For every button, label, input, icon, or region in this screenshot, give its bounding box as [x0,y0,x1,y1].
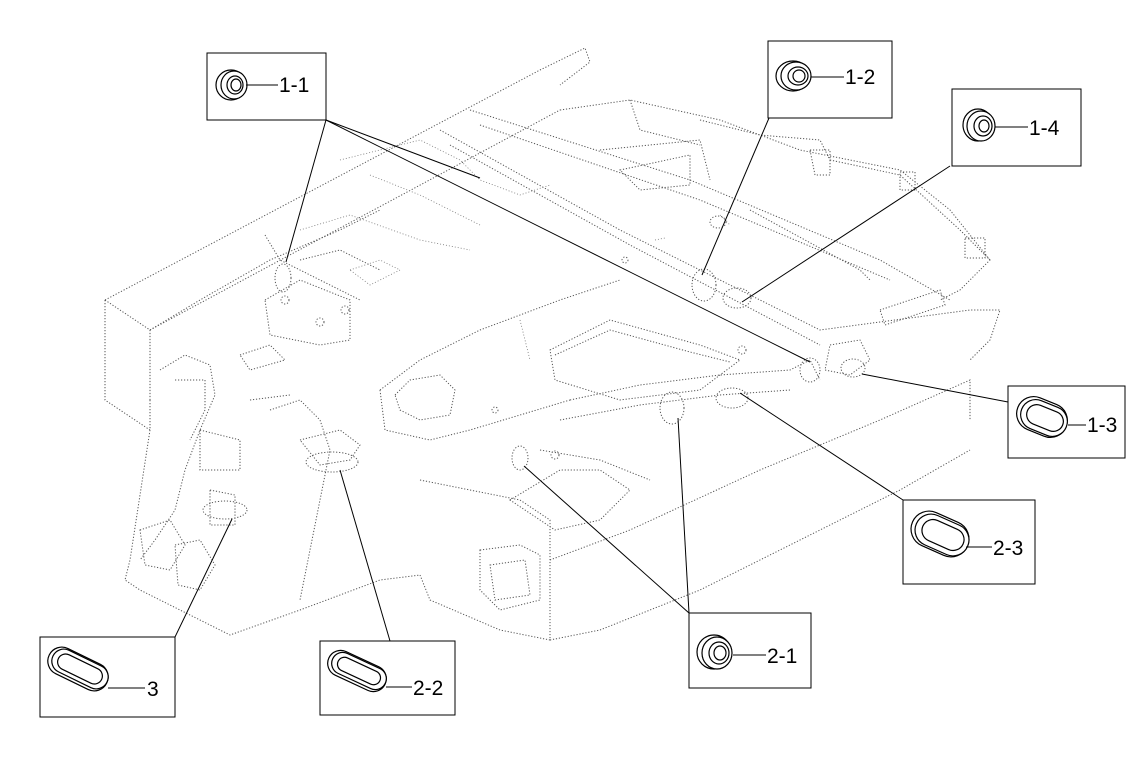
callout-label: 2-3 [993,537,1023,560]
leader-lines [174,117,1009,642]
oval-grommet-icon [910,510,970,558]
slot-grommet-icon [327,649,387,693]
callout-label: 1-2 [845,66,875,89]
upper-frame-drawing [104,47,1001,641]
round-grommet-icon [215,69,248,101]
callout-label: 1-1 [279,74,309,97]
callout-1-3: 1-3 [1007,385,1126,459]
callout-2-2: 2-2 [319,640,456,716]
callout-1-1: 1-1 [206,52,327,121]
callout-1-4: 1-4 [951,88,1082,167]
callout-label: 2-2 [413,677,443,700]
callout-label: 1-4 [1029,117,1060,140]
callout-1-2: 1-2 [767,40,893,119]
callout-2-1: 2-1 [688,612,812,689]
callout-label: 1-3 [1087,414,1117,437]
callout-label: 2-1 [767,645,797,668]
round-grommet-icon [775,60,812,92]
round-grommet-icon [962,108,996,142]
frame-holes [202,215,866,520]
callout-label: 3 [147,678,159,701]
oval-grommet-icon [1016,396,1068,438]
callout-3: 3 [39,636,176,718]
slot-grommet-icon [47,646,109,692]
callout-2-3: 2-3 [902,499,1036,585]
round-grommet-icon [696,634,733,670]
